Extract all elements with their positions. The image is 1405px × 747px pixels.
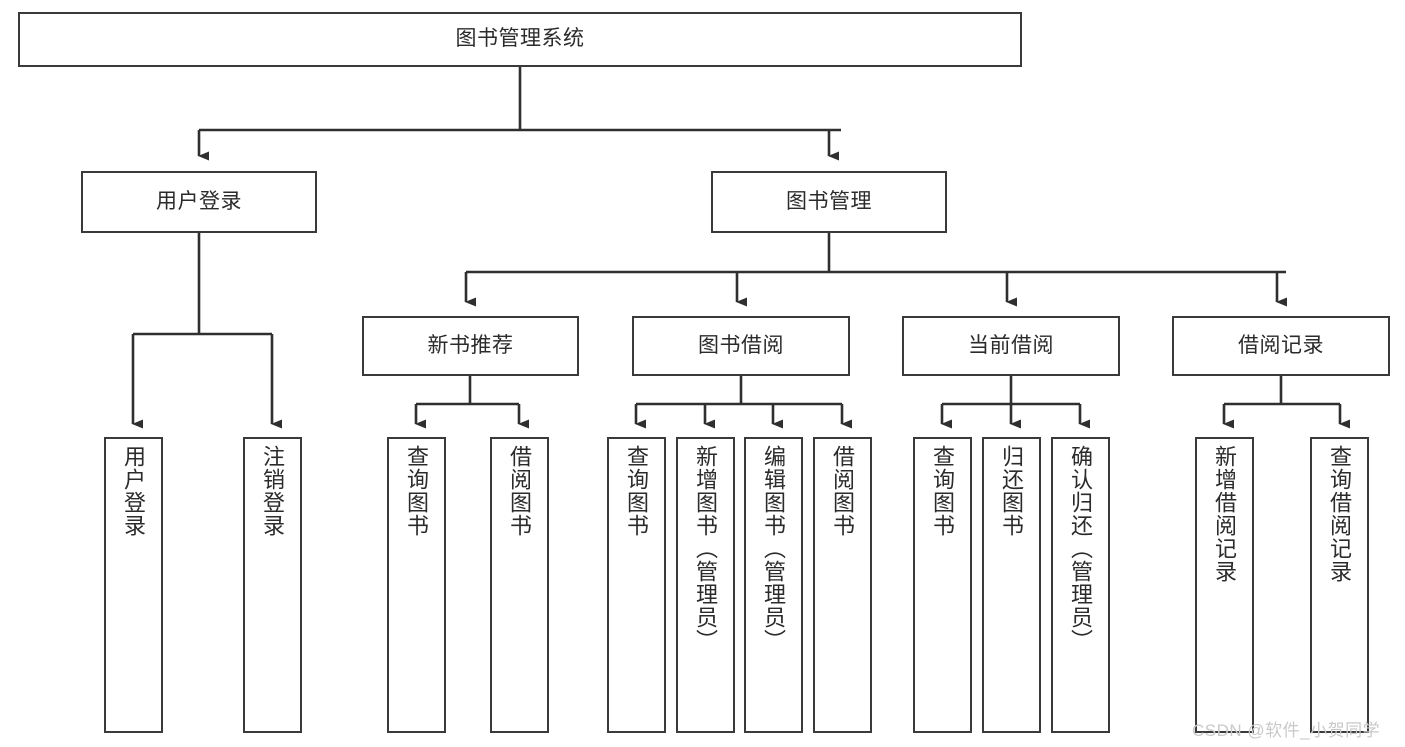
node-leaf-edit-book-label: 编辑图书（管理员）: [761, 445, 787, 652]
node-leaf-user-login-label: 用户登录: [121, 445, 147, 537]
node-leaf-query-book-2[interactable]: 查询图书: [607, 437, 666, 733]
node-leaf-query-record-label: 查询借阅记录: [1327, 445, 1353, 583]
node-leaf-confirm-return[interactable]: 确认归还（管理员）: [1051, 437, 1110, 733]
node-leaf-return-book[interactable]: 归还图书: [982, 437, 1041, 733]
node-current-borrow-label: 当前借阅: [968, 333, 1054, 357]
node-root[interactable]: 图书管理系统: [18, 12, 1022, 67]
node-leaf-borrow-book-2-label: 借阅图书: [830, 445, 856, 537]
node-leaf-query-book-2-label: 查询图书: [624, 445, 650, 537]
node-leaf-edit-book[interactable]: 编辑图书（管理员）: [744, 437, 803, 733]
node-leaf-borrow-book-1-label: 借阅图书: [507, 445, 533, 537]
node-book-manage[interactable]: 图书管理: [711, 171, 947, 233]
node-leaf-return-book-label: 归还图书: [999, 445, 1025, 537]
node-leaf-user-login[interactable]: 用户登录: [104, 437, 163, 733]
node-user-login[interactable]: 用户登录: [81, 171, 317, 233]
node-book-borrow-label: 图书借阅: [698, 333, 784, 357]
node-leaf-query-record[interactable]: 查询借阅记录: [1310, 437, 1369, 733]
node-user-login-label: 用户登录: [156, 189, 242, 213]
node-leaf-add-book-label: 新增图书（管理员）: [693, 445, 719, 652]
node-leaf-logout-label: 注销登录: [260, 445, 286, 537]
csdn-watermark: CSDN @软件_小贺同学: [1192, 721, 1381, 740]
node-leaf-query-book-3-label: 查询图书: [930, 445, 956, 537]
node-leaf-borrow-book-2[interactable]: 借阅图书: [813, 437, 872, 733]
node-leaf-query-book-3[interactable]: 查询图书: [913, 437, 972, 733]
node-new-book-recommend[interactable]: 新书推荐: [362, 316, 579, 376]
node-leaf-add-record[interactable]: 新增借阅记录: [1195, 437, 1254, 733]
node-borrow-record[interactable]: 借阅记录: [1172, 316, 1390, 376]
node-leaf-confirm-return-label: 确认归还（管理员）: [1068, 445, 1094, 652]
node-leaf-borrow-book-1[interactable]: 借阅图书: [490, 437, 549, 733]
node-leaf-query-book-1-label: 查询图书: [404, 445, 430, 537]
node-leaf-add-book[interactable]: 新增图书（管理员）: [676, 437, 735, 733]
node-root-label: 图书管理系统: [455, 27, 585, 51]
node-book-manage-label: 图书管理: [786, 189, 872, 213]
node-book-borrow[interactable]: 图书借阅: [632, 316, 850, 376]
node-current-borrow[interactable]: 当前借阅: [902, 316, 1120, 376]
node-leaf-add-record-label: 新增借阅记录: [1212, 445, 1238, 583]
node-leaf-query-book-1[interactable]: 查询图书: [387, 437, 446, 733]
node-new-book-recommend-label: 新书推荐: [427, 333, 514, 357]
node-leaf-logout[interactable]: 注销登录: [243, 437, 302, 733]
node-borrow-record-label: 借阅记录: [1238, 333, 1324, 357]
